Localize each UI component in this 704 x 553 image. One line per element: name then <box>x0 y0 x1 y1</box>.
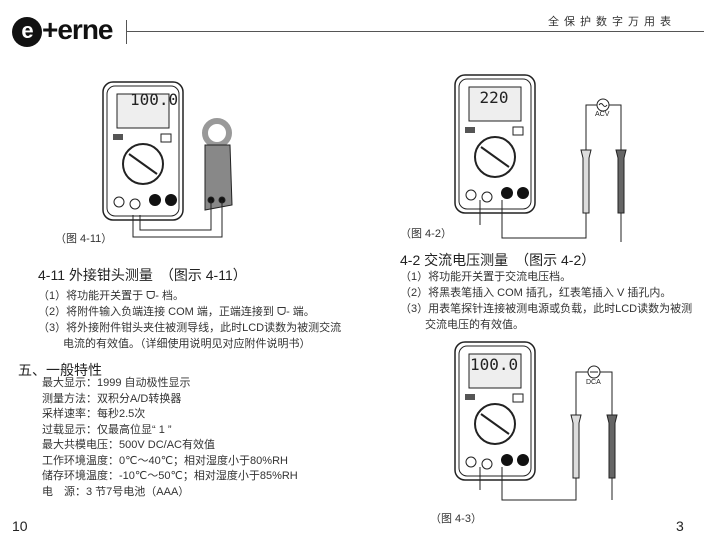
header-rule <box>126 31 704 32</box>
clamp-accessory <box>132 118 233 238</box>
header-divider <box>126 20 127 44</box>
brand-logo: e+erne <box>12 14 113 47</box>
lcd-display: 100.0 <box>130 90 179 109</box>
figure-caption: （图 4-3） <box>430 513 482 525</box>
section-title: 4-11 外接钳头测量 （图示 4-11） <box>38 267 247 283</box>
section-title: 五、一般特性 <box>18 362 102 378</box>
spec: 最大显示：1999 自动极性显示 <box>42 377 191 389</box>
spec: 最大共模电压：500V DC/AC有效值 <box>42 439 215 451</box>
spec: 过载显示：仅最高位显“ 1 ” <box>42 423 172 436</box>
document-title: 全保护数字万用表 <box>548 16 676 28</box>
multimeter-figure-4-3 <box>454 341 536 481</box>
step: （1）将功能开关置于 ᗜ- 档。 <box>38 290 185 302</box>
step: （2）将附件输入负端连接 COM 端，正端连接到 ᗜ- 端。 <box>38 306 315 318</box>
step: （1）将功能开关置于交流电压档。 <box>400 271 572 283</box>
spec: 采样速率：每秒2.5次 <box>42 408 146 420</box>
step: 交流电压的有效值。 <box>400 319 525 331</box>
specs-list: 最大显示：1999 自动极性显示 测量方法：双积分A/D转换器 采样速率：每秒2… <box>42 376 298 500</box>
steps-list: （1）将功能开关置于交流电压档。 （2）将黑表笔插入 COM 插孔，红表笔插入 … <box>400 269 692 333</box>
section-title: 4-2 交流电压测量 （图示 4-2） <box>400 252 596 268</box>
spec: 储存环境温度：-10℃～50℃；相对湿度小于85%RH <box>42 470 298 482</box>
test-leads-dca <box>479 365 618 501</box>
figure-caption: （图 4-11） <box>55 233 113 245</box>
spec: 电 源：3 节7号电池（AAA） <box>42 485 190 498</box>
step: （3）将外接附件钳头夹住被测导线，此时LCD读数为被测交流 <box>38 322 342 334</box>
spec: 测量方法：双积分A/D转换器 <box>42 392 182 405</box>
step: （2）将黑表笔插入 COM 插孔，红表笔插入 V 插孔内。 <box>400 287 672 299</box>
multimeter-figure-4-11 <box>102 81 184 221</box>
lcd-display: 220 <box>479 88 509 107</box>
lcd-display: 100.0 <box>470 355 519 374</box>
source-label: ACV <box>595 111 610 118</box>
source-label: DCA <box>586 379 601 386</box>
figure-caption: （图 4-2） <box>400 228 452 240</box>
step: 电流的有效值。（详细使用说明见对应附件说明书） <box>38 338 311 350</box>
page-number: 3 <box>676 518 684 534</box>
steps-list: （1）将功能开关置于 ᗜ- 档。 （2）将附件输入负端连接 COM 端，正端连接… <box>38 288 341 352</box>
multimeter-figure-4-2 <box>454 74 536 214</box>
spec: 工作环境温度：0℃～40℃；相对湿度小于80%RH <box>42 454 288 467</box>
page-number: 10 <box>12 518 28 534</box>
step: （3）用表笔探针连接被测电源或负载，此时LCD读数为被测 <box>400 303 693 315</box>
test-leads-acv <box>479 98 627 242</box>
